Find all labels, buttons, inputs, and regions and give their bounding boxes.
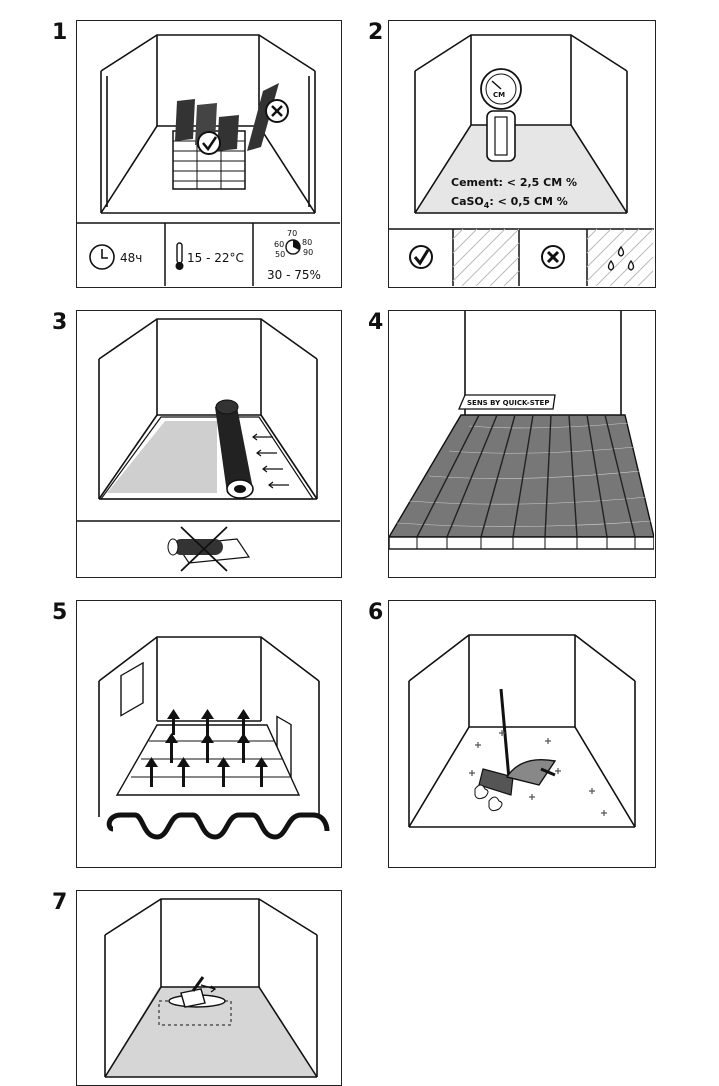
leaning-pack-icon (247, 83, 279, 151)
sens-sign (458, 394, 556, 410)
underlay-roll-icon (215, 399, 254, 499)
heat-arrows (145, 709, 268, 787)
room-illustration-3 (77, 318, 340, 572)
check-icon (409, 245, 433, 269)
svg-text:80: 80 (302, 238, 312, 247)
clock-icon (89, 244, 115, 270)
wrong-underlay-icon (167, 526, 251, 572)
room-illustration-6 (408, 634, 636, 828)
step-2-panel: CM Cement: < 2,5 CM % CaSO4: < 0,5 CM % (388, 20, 656, 288)
temperature-label: 15 - 22°C (187, 251, 244, 265)
room-illustration-4: SENS BY QUICK-STEP (389, 311, 654, 550)
room-illustration-7 (104, 898, 318, 1078)
step-number-1: 1 (52, 20, 68, 45)
svg-text:60: 60 (274, 240, 284, 249)
thermometer-icon (176, 242, 183, 264)
hygrometer-icon: 60 70 80 50 90 (274, 229, 313, 259)
svg-text:CM: CM (493, 91, 505, 99)
cm-meter-icon: CM (480, 68, 522, 162)
room-illustration-2: CM Cement: < 2,5 CM % CaSO4: < 0,5 CM % (389, 34, 654, 286)
check-icon (197, 131, 221, 155)
sign-label: SENS BY QUICK-STEP (467, 399, 549, 407)
dust-particles (469, 730, 607, 816)
svg-text:90: 90 (303, 248, 313, 257)
humidity-label: 30 - 75% (267, 268, 321, 282)
broom-icon (478, 688, 514, 796)
step-number-4: 4 (368, 310, 384, 335)
window (120, 661, 144, 717)
svg-text:50: 50 (275, 250, 285, 259)
dustpan-icon (505, 759, 557, 786)
step-7-panel (76, 890, 342, 1086)
step-number-2: 2 (368, 20, 384, 45)
water-drops-icon (607, 245, 635, 271)
step-6-panel (388, 600, 656, 868)
step-number-3: 3 (52, 310, 68, 335)
time-label: 48ч (120, 251, 142, 265)
room-illustration-1: 48ч 15 - 22°C 60 70 80 50 90 30 - 75% (77, 34, 340, 286)
svg-text:70: 70 (287, 229, 297, 238)
step-number-7: 7 (52, 890, 68, 915)
caso4-limit-label: CaSO4: < 0,5 CM % (451, 195, 568, 210)
dry-surface-swatch (452, 228, 520, 286)
step-4-panel: SENS BY QUICK-STEP (388, 310, 656, 578)
wooden-floor (389, 414, 654, 538)
direction-arrows (252, 433, 289, 489)
step-3-panel (76, 310, 342, 578)
dust-pile (474, 784, 489, 800)
step-number-6: 6 (368, 600, 384, 625)
step-number-5: 5 (52, 600, 68, 625)
step-1-panel: 48ч 15 - 22°C 60 70 80 50 90 30 - 75% (76, 20, 342, 288)
underfloor-heating-pipes (106, 812, 330, 840)
room-illustration-5 (98, 636, 330, 840)
cement-limit-label: Cement: < 2,5 CM % (451, 176, 577, 189)
level-check-icon (158, 976, 232, 1026)
step-5-panel (76, 600, 342, 868)
